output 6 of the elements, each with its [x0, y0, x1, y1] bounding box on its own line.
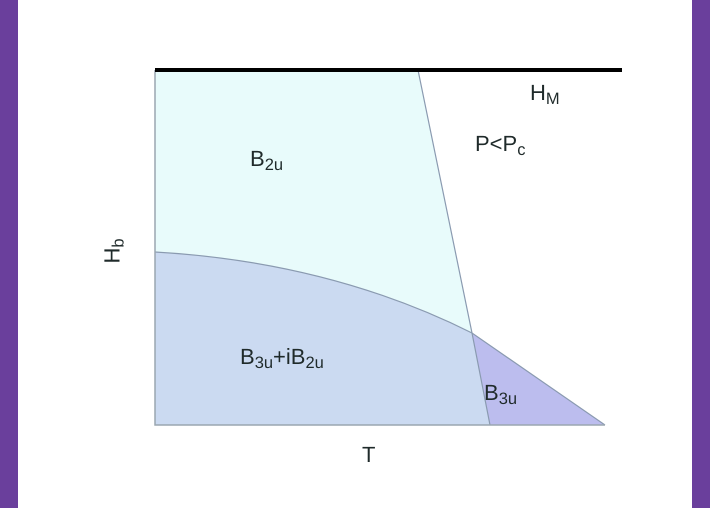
phase-label: B$_{3u}$ [484, 382, 518, 404]
phase-label: B$_{3u}$+iB$_{2u}$ [240, 346, 324, 368]
phase-label: H$_{M}$ [530, 82, 560, 104]
phase-label: T [362, 444, 376, 466]
phase-label: B$_{2u}$ [250, 148, 284, 170]
phase-label: P<P$_{c}$ [475, 133, 526, 155]
